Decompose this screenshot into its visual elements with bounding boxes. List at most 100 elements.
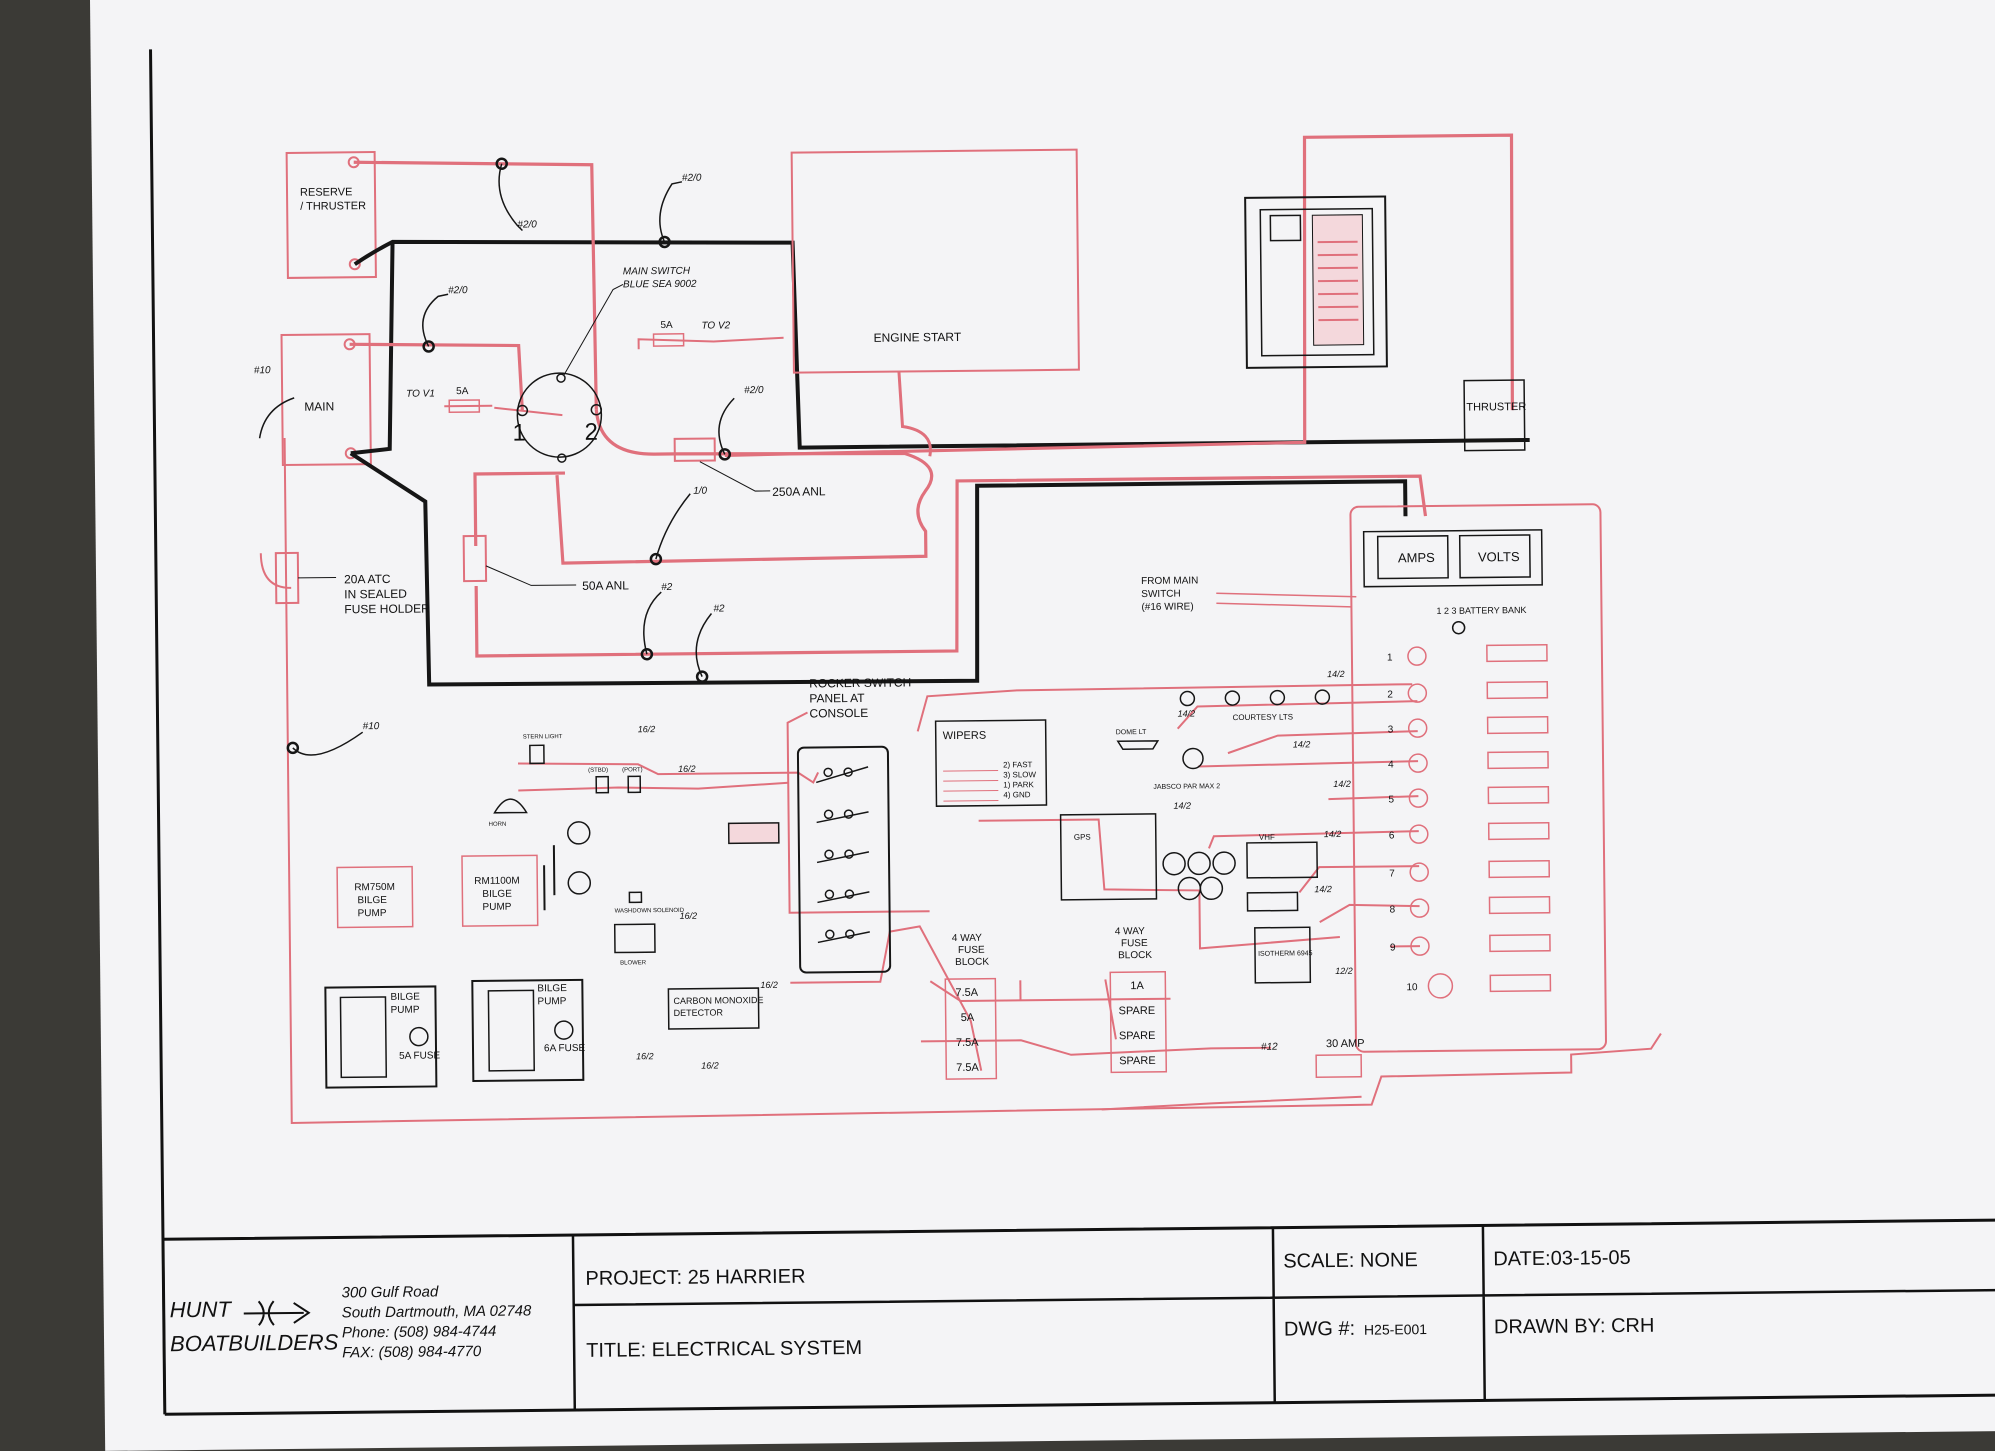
svg-text:14/2: 14/2: [1327, 669, 1345, 679]
from-main-switch-label: (#16 WIRE): [1141, 601, 1193, 613]
dome-light: [1116, 740, 1160, 750]
svg-text:14/2: 14/2: [1177, 708, 1195, 718]
date-field: DATE:03-15-05: [1493, 1247, 1631, 1270]
svg-text:5: 5: [1388, 794, 1394, 805]
main-switch: [516, 372, 603, 458]
reserve-thruster-battery: [285, 151, 377, 279]
isotherm-label: ISOTHERM 6945: [1258, 950, 1313, 958]
svg-text:14/2: 14/2: [1324, 829, 1342, 839]
wire-label: #2/0: [744, 385, 764, 396]
fuse-block-label: BLOCK: [955, 957, 989, 968]
port-label: (PORT): [622, 767, 643, 773]
terminal-strip: [727, 822, 780, 845]
svg-text:4: 4: [1388, 759, 1394, 770]
svg-text:14/2: 14/2: [1333, 779, 1351, 789]
to-v1-label: TO V1: [406, 388, 435, 399]
atc-label: FUSE HOLDER: [344, 601, 430, 616]
from-main-switch-label: SWITCH: [1141, 589, 1181, 600]
wiper-wires: [943, 770, 999, 802]
main-label: MAIN: [304, 399, 334, 413]
fuse-30a: [1315, 1053, 1363, 1078]
wiper-mode: 3) SLOW: [1003, 770, 1036, 779]
wipers-label: WIPERS: [943, 730, 987, 742]
dwg-number: H25-E001: [1364, 1321, 1427, 1338]
anl-250a-leader: [699, 461, 771, 492]
volts-meter: [1458, 534, 1531, 579]
title-field: TITLE: ELECTRICAL SYSTEM: [586, 1337, 862, 1362]
address-line: South Dartmouth, MA 02748: [342, 1302, 532, 1321]
svg-text:1: 1: [1387, 652, 1393, 663]
title-block: HUNT BOATBUILDERS 300 Gulf Road South Da…: [161, 1225, 1995, 1415]
dc-distribution-panel: [1349, 503, 1607, 1053]
motor-2: [567, 871, 592, 895]
main-battery: [280, 333, 372, 467]
amps-meter: [1376, 535, 1449, 580]
bilge-switch-label: BILGE: [537, 983, 567, 994]
device-box: [1246, 891, 1299, 912]
co-detector: [667, 987, 760, 1030]
switch-terminal-1: [516, 404, 529, 417]
dc-main-panel-bezel: [1259, 207, 1375, 357]
courtesy-lights-label: COURTESY LTS: [1233, 712, 1294, 722]
fuse-value: 7.5A: [956, 1062, 979, 1074]
co-detector-label: DETECTOR: [674, 1007, 724, 1018]
battery-bank-label: 1 2 3 BATTERY BANK: [1436, 605, 1526, 616]
fuse-5a-label: 5A: [456, 386, 469, 397]
gps-label: GPS: [1074, 833, 1091, 842]
svg-text:16/2: 16/2: [760, 980, 778, 990]
bilge-switch-1-rocker: [339, 996, 388, 1079]
company-name: BOATBUILDERS: [170, 1329, 339, 1356]
svg-text:9: 9: [1390, 942, 1396, 953]
vhf-radio: [1246, 841, 1319, 879]
rocker-panel-label: CONSOLE: [809, 706, 868, 721]
fuse-30a-label: 30 AMP: [1326, 1038, 1365, 1050]
vhf-label: VHF: [1259, 833, 1275, 842]
bilge-fuse-2: [554, 1020, 574, 1040]
engine-start-box: [790, 148, 1080, 374]
svg-text:16/2: 16/2: [680, 911, 698, 921]
gauge-labels: 16/2 16/2 16/2 16/2 16/2 16/2 14/2 14/2 …: [636, 669, 1353, 1071]
address-line: 300 Gulf Road: [341, 1283, 439, 1301]
fuse-value: SPARE: [1119, 1005, 1156, 1017]
fuse-block-label: FUSE: [958, 945, 985, 956]
junction-dots: [286, 157, 732, 755]
bilge-switch-label: PUMP: [537, 996, 566, 1007]
bilge-pump-rm1100m: [461, 854, 539, 927]
rocker-panel-label: ROCKER SWITCH: [809, 675, 911, 690]
horn: [493, 798, 528, 814]
bilge-switch-label: BILGE: [390, 992, 420, 1003]
breaker-numbers: 1 2 3 4 5 6 7 8 9 10: [1387, 652, 1418, 993]
svg-text:7: 7: [1389, 868, 1395, 879]
negative-wiring: [349, 239, 1530, 687]
svg-text:14/2: 14/2: [1314, 884, 1332, 894]
blower: [613, 923, 656, 954]
wire-label: #10: [363, 721, 380, 732]
bilge-fuse-label: 5A FUSE: [399, 1050, 441, 1061]
wire-label: #2/0: [448, 285, 468, 296]
fuse-5a-v2: [652, 333, 685, 347]
switch-terminal-bottom: [557, 453, 567, 463]
bilge-pump-label: PUMP: [358, 908, 387, 919]
breaker-rows: [1407, 644, 1552, 999]
electrical-schematic: RESERVE / THRUSTER MAIN: [149, 49, 1995, 1416]
engine-start-label: ENGINE START: [874, 330, 962, 345]
co-detector-label: CARBON MONOXIDE: [673, 995, 763, 1006]
jabsco-label: JABSCO PAR MAX 2: [1153, 783, 1220, 791]
fuse-value: 5A: [961, 1012, 975, 1024]
volts-label: VOLTS: [1478, 549, 1520, 564]
drawn-by-field: DRAWN BY: CRH: [1494, 1315, 1655, 1339]
fuse-block-left: [944, 977, 998, 1080]
svg-text:2: 2: [1387, 689, 1393, 700]
dome-light-label: DOME LT: [1116, 729, 1147, 736]
reserve-negative-terminal: [348, 258, 361, 271]
svg-text:16/2: 16/2: [636, 1051, 654, 1061]
dwg-number-prefix: DWG #:: [1284, 1318, 1355, 1341]
svg-text:10: 10: [1406, 982, 1418, 993]
stern-light-label: STERN LIGHT: [523, 734, 563, 740]
engine-start-cable: [897, 371, 932, 457]
positive-wiring: [349, 133, 1514, 658]
bilge-switch-label: PUMP: [391, 1005, 420, 1016]
switch-position-2: 2: [584, 419, 598, 446]
dc-main-panel-breaker-rows: [1317, 240, 1359, 322]
wire-label: #2: [713, 603, 725, 614]
